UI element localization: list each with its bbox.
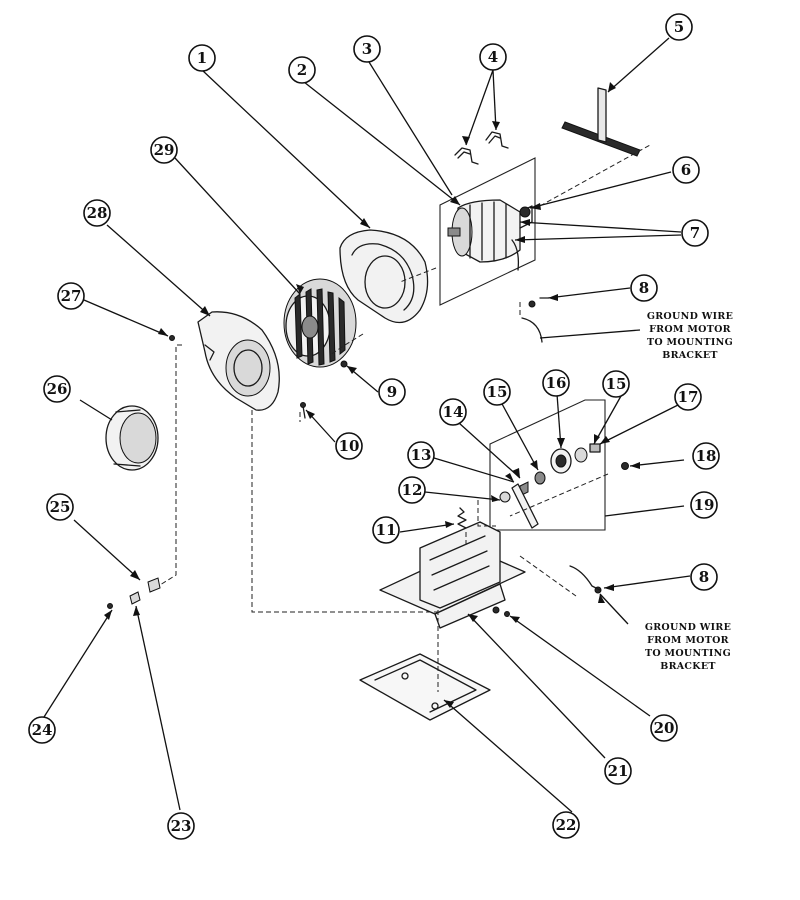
- callout-20: 20: [650, 714, 678, 742]
- callout-3: 3: [353, 35, 381, 63]
- note-line: FROM MOTOR: [649, 324, 731, 335]
- callout-label: 21: [608, 762, 629, 780]
- belt-icon: [561, 87, 641, 157]
- callout-label: 12: [402, 481, 423, 499]
- callout-label: 15: [606, 375, 627, 393]
- note-line: BRACKET: [662, 350, 718, 361]
- callout-label: 1: [197, 49, 207, 67]
- fan-blade-icon: [283, 278, 357, 368]
- callout-label: 18: [696, 447, 717, 465]
- callout-5: 5: [665, 13, 693, 41]
- callout-11: 11: [372, 516, 400, 544]
- motor-frame-box: [439, 157, 536, 306]
- callout-9: 9: [378, 378, 406, 406]
- callout-label: 6: [681, 161, 691, 179]
- callout-label: 19: [694, 496, 715, 514]
- callout-2: 2: [288, 56, 316, 84]
- callout-28: 28: [83, 199, 111, 227]
- arrowheads: [104, 82, 640, 708]
- motor-icon: [447, 199, 533, 271]
- ground-wire-note-top: GROUND WIRE FROM MOTOR TO MOUNTING BRACK…: [647, 311, 733, 361]
- callout-13: 13: [407, 441, 435, 469]
- callout-label: 29: [154, 141, 175, 159]
- base-plate-icon: [359, 653, 491, 721]
- callout-label: 15: [487, 383, 508, 401]
- callout-16: 16: [542, 369, 570, 397]
- callout-27: 27: [57, 282, 85, 310]
- callout-label: 25: [50, 498, 71, 516]
- callout-12: 12: [398, 476, 426, 504]
- seal-ring-icon: [105, 405, 159, 471]
- callout-label: 8: [639, 279, 649, 297]
- callout-6: 6: [672, 156, 700, 184]
- callout-1: 1: [188, 44, 216, 72]
- callout-label: 16: [546, 374, 567, 392]
- idler-assembly-box: [489, 399, 606, 531]
- callout-26: 26: [43, 375, 71, 403]
- nut-icon: [129, 577, 161, 605]
- callout-label: 14: [443, 403, 464, 421]
- callout-label: 8: [699, 568, 709, 586]
- note-line: TO MOUNTING: [645, 648, 731, 659]
- callout-label: 23: [171, 817, 192, 835]
- callout-22: 22: [552, 811, 580, 839]
- callout-bubbles: 1 2 3 4 5 6 7 8 9 10 11 12 13 14 15 16 1…: [28, 13, 720, 840]
- callout-10: 10: [335, 432, 363, 460]
- callout-label: 10: [339, 437, 360, 455]
- callout-18: 18: [692, 442, 720, 470]
- callout-label: 13: [411, 446, 432, 464]
- callout-17: 17: [674, 383, 702, 411]
- motor-clip-icon: [454, 131, 509, 165]
- note-line: GROUND WIRE: [647, 311, 733, 322]
- screw-icon: [107, 297, 629, 609]
- callout-15a: 15: [483, 378, 511, 406]
- ground-wire-note-bottom: GROUND WIRE FROM MOTOR TO MOUNTING BRACK…: [645, 622, 731, 672]
- callout-14: 14: [439, 398, 467, 426]
- blower-cover-icon: [197, 311, 280, 411]
- alignment-lines: [159, 144, 651, 692]
- callout-8a: 8: [630, 274, 658, 302]
- callout-label: 17: [678, 388, 699, 406]
- ground-wire-icon: [521, 317, 601, 591]
- callout-23: 23: [167, 812, 195, 840]
- callout-24: 24: [28, 716, 56, 744]
- callout-29: 29: [150, 136, 178, 164]
- note-line: BRACKET: [660, 661, 716, 672]
- callout-label: 28: [87, 204, 108, 222]
- callout-19: 19: [690, 491, 718, 519]
- callout-label: 11: [376, 521, 397, 539]
- callout-8b: 8: [690, 563, 718, 591]
- callout-label: 20: [654, 719, 675, 737]
- callout-label: 4: [488, 48, 498, 66]
- callout-label: 9: [387, 383, 397, 401]
- callout-label: 7: [690, 224, 700, 242]
- callout-label: 5: [674, 18, 684, 36]
- callout-label: 27: [61, 287, 82, 305]
- callout-label: 26: [47, 380, 68, 398]
- callout-7: 7: [681, 219, 709, 247]
- note-line: FROM MOTOR: [647, 635, 729, 646]
- callout-15b: 15: [602, 370, 630, 398]
- callout-label: 3: [362, 40, 372, 58]
- callout-21: 21: [604, 757, 632, 785]
- callout-label: 22: [556, 816, 577, 834]
- idler-pulley-icon: [499, 443, 601, 529]
- mounting-bracket-icon: [379, 521, 526, 629]
- callout-25: 25: [46, 493, 74, 521]
- note-line: TO MOUNTING: [647, 337, 733, 348]
- callout-label: 24: [32, 721, 53, 739]
- callout-4: 4: [479, 43, 507, 71]
- blower-housing-icon: [339, 229, 429, 324]
- callout-label: 2: [297, 61, 307, 79]
- note-line: GROUND WIRE: [645, 622, 731, 633]
